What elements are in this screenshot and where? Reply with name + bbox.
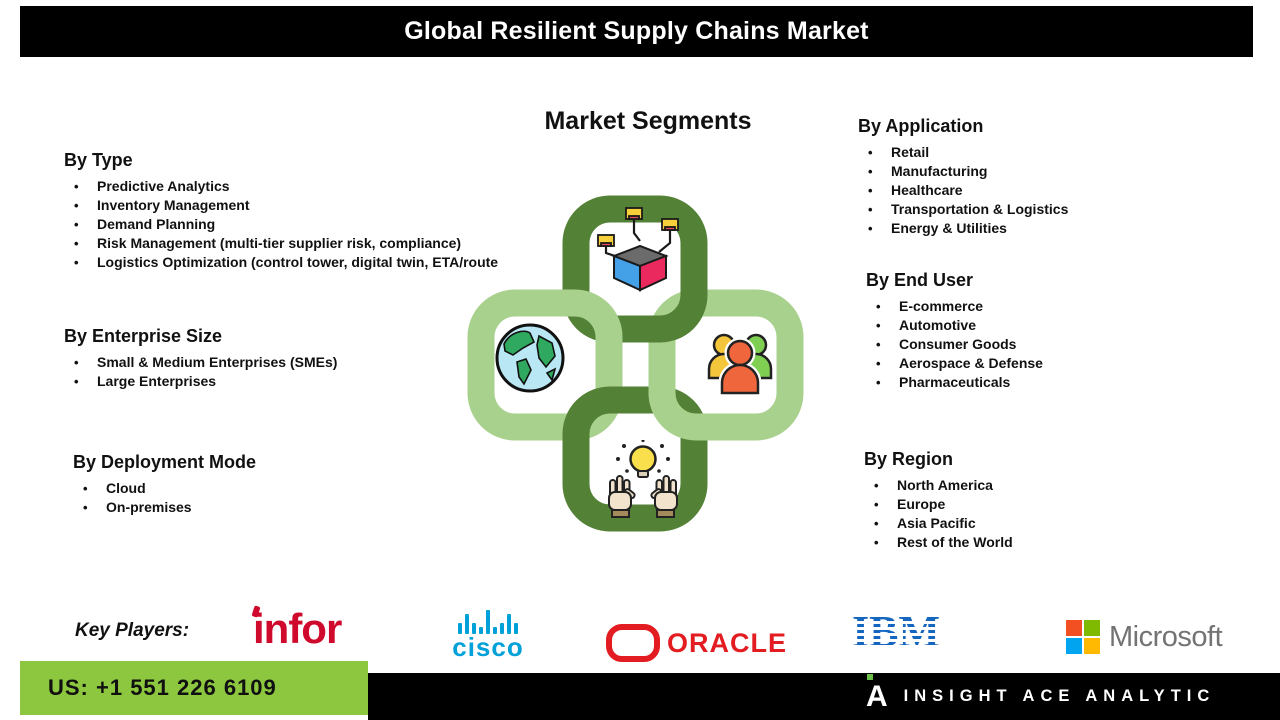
- segment-by-type: By Type Predictive Analytics Inventory M…: [64, 150, 584, 272]
- insight-ace-logo-icon: A: [866, 673, 888, 712]
- list-item: Europe: [864, 495, 1264, 514]
- segment-by-region: By Region North America Europe Asia Paci…: [864, 449, 1264, 552]
- list-item: Automotive: [866, 316, 1266, 335]
- segment-heading: By Application: [858, 116, 984, 136]
- brand-name: INSIGHT ACE ANALYTIC: [903, 687, 1216, 705]
- cisco-wordmark: cisco: [452, 632, 524, 662]
- segment-by-end-user: By End User E-commerce Automotive Consum…: [866, 270, 1266, 392]
- segment-list: Predictive Analytics Inventory Managemen…: [64, 177, 584, 272]
- insight-ace-brand: A INSIGHT ACE ANALYTIC: [866, 673, 1215, 720]
- list-item: Inventory Management: [64, 196, 584, 215]
- cisco-bridge-bars-icon: [446, 610, 530, 634]
- list-item: North America: [864, 476, 1264, 495]
- list-item: Retail: [858, 143, 1258, 162]
- footer-bar: A INSIGHT ACE ANALYTIC: [368, 673, 1280, 720]
- phone-number: US: +1 551 226 6109: [48, 675, 277, 700]
- list-item: Large Enterprises: [64, 372, 484, 391]
- segment-by-application: By Application Retail Manufacturing Heal…: [858, 116, 1258, 238]
- infor-wordmark: infor: [253, 605, 342, 652]
- list-item: On-premises: [73, 498, 493, 517]
- segment-heading: By Type: [64, 150, 133, 170]
- list-item: Risk Management (multi-tier supplier ris…: [64, 234, 584, 253]
- list-item: Healthcare: [858, 181, 1258, 200]
- segment-heading: By Deployment Mode: [73, 452, 257, 472]
- ibm-stripe: [850, 639, 944, 642]
- microsoft-window-icon: [1066, 620, 1100, 654]
- microsoft-wordmark: Microsoft: [1109, 620, 1223, 653]
- idea-hands-icon: [608, 440, 678, 518]
- list-item: Logistics Optimization (control tower, d…: [64, 253, 584, 272]
- ibm-logo: IBM: [850, 607, 944, 656]
- oracle-logo: ORACLE: [606, 624, 787, 662]
- segment-heading: By End User: [866, 270, 974, 290]
- list-item: Consumer Goods: [866, 335, 1266, 354]
- segment-by-enterprise-size: By Enterprise Size Small & Medium Enterp…: [64, 326, 484, 391]
- list-item: Transportation & Logistics: [858, 200, 1258, 219]
- green-dot-icon: [867, 673, 873, 680]
- infor-logo: infor: [251, 605, 342, 652]
- supply-box-icon: [597, 207, 679, 292]
- segment-list: Retail Manufacturing Healthcare Transpor…: [858, 143, 1258, 238]
- list-item: Aerospace & Defense: [866, 354, 1266, 373]
- oracle-wordmark: ORACLE: [667, 627, 787, 658]
- segment-list: North America Europe Asia Pacific Rest o…: [864, 476, 1264, 552]
- team-icon: [707, 333, 773, 397]
- page-title: Global Resilient Supply Chains Market: [404, 17, 869, 45]
- list-item: Demand Planning: [64, 215, 584, 234]
- oracle-ring-icon: [606, 624, 660, 662]
- ibm-stripe: [850, 633, 944, 636]
- list-item: Energy & Utilities: [858, 219, 1258, 238]
- ibm-stripe: [850, 627, 944, 630]
- segment-list: Small & Medium Enterprises (SMEs) Large …: [64, 353, 484, 391]
- ibm-stripe: [850, 621, 944, 624]
- list-item: Pharmaceuticals: [866, 373, 1266, 392]
- list-item: E-commerce: [866, 297, 1266, 316]
- key-players-label: Key Players:: [75, 620, 190, 641]
- list-item: Cloud: [73, 479, 493, 498]
- list-item: Rest of the World: [864, 533, 1264, 552]
- segment-list: E-commerce Automotive Consumer Goods Aer…: [866, 297, 1266, 392]
- list-item: Manufacturing: [858, 162, 1258, 181]
- list-item: Small & Medium Enterprises (SMEs): [64, 353, 484, 372]
- cisco-logo: cisco: [446, 610, 530, 660]
- list-item: Asia Pacific: [864, 514, 1264, 533]
- ibm-stripe: [850, 645, 944, 648]
- ibm-wordmark: IBM: [852, 607, 940, 656]
- globe-icon: [495, 323, 565, 393]
- list-item: Predictive Analytics: [64, 177, 584, 196]
- segment-list: Cloud On-premises: [73, 479, 493, 517]
- phone-contact-box: US: +1 551 226 6109: [20, 661, 368, 715]
- subtitle: Market Segments: [544, 106, 752, 135]
- title-banner: Global Resilient Supply Chains Market: [20, 6, 1253, 57]
- segment-heading: By Enterprise Size: [64, 326, 223, 346]
- microsoft-logo: Microsoft: [1066, 620, 1223, 654]
- segment-heading: By Region: [864, 449, 954, 469]
- segment-by-deployment-mode: By Deployment Mode Cloud On-premises: [73, 452, 493, 517]
